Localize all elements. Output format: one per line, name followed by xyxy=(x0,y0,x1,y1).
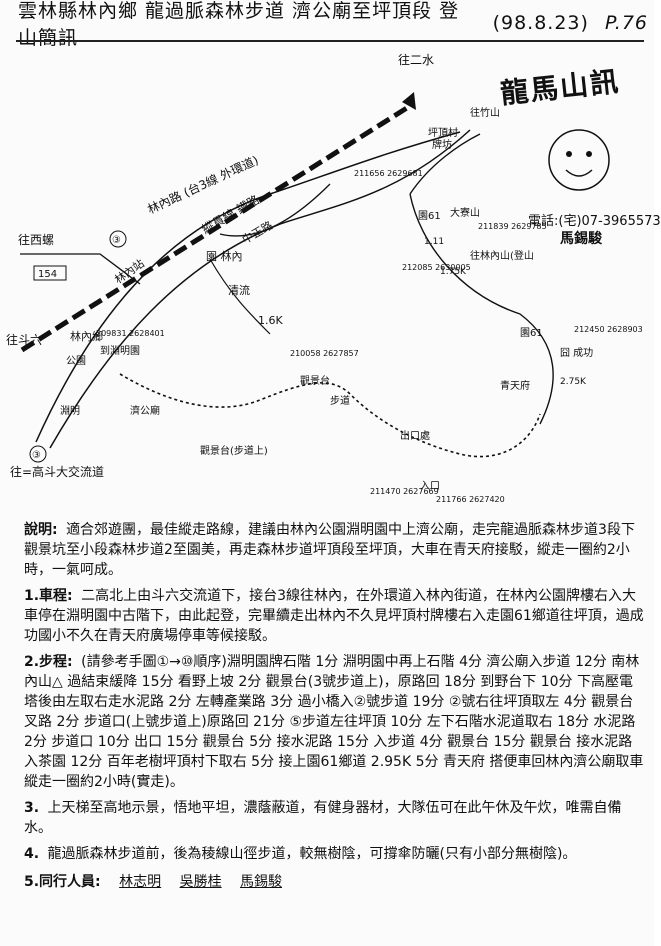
exit-label: 出口處 xyxy=(400,429,430,442)
zhongzheng-label: 中正路 xyxy=(240,219,275,247)
highway-3-road xyxy=(35,131,461,443)
page-number: P.76 xyxy=(604,12,648,34)
qingliu-label: 清流 xyxy=(228,283,250,297)
linnei-school-label: 園 林內 xyxy=(206,249,243,263)
contact-person: 馬錫駿 xyxy=(560,231,602,247)
yuanming-label: 淵明 xyxy=(60,405,80,417)
route-3-label-a: ③ xyxy=(112,235,121,246)
page-title: 雲林縣林內鄉 龍過脈森林步道 濟公廟至坪頂段 登山簡訊 xyxy=(18,0,460,49)
team-label: 5.同行人員: xyxy=(24,874,101,890)
linnei-town-label: 林內鄉 xyxy=(70,329,103,343)
to-ershui-label: 往二水 xyxy=(398,52,434,67)
note-label: 說明: xyxy=(24,522,58,538)
coord-5: 211470 2627669 xyxy=(370,487,439,496)
coord-2: 211839 2629785 xyxy=(478,222,547,231)
qingliu-trail xyxy=(209,258,271,335)
note-route: 2.步程: (請參考手圖①→⑩順序)淵明園牌石階 1分 淵明園中再上石階 4分 … xyxy=(24,652,646,792)
title-underline xyxy=(16,40,644,42)
to-douliu-label: 往斗六 xyxy=(6,332,42,347)
coord-8: 211766 2627420 xyxy=(436,495,505,504)
coord-3: 212085 2630005 xyxy=(402,263,471,272)
pingding-gate-label: 牌坊 xyxy=(432,138,452,151)
smiley-icon xyxy=(548,129,610,191)
route-3-marker-b xyxy=(29,445,47,463)
park-label: 公園 xyxy=(66,355,86,367)
team-members: 5.同行人員: 林志明 吳勝桂 馬錫駿 xyxy=(24,872,646,892)
trail-label: 步道 xyxy=(330,394,350,407)
header: 雲林縣林內鄉 龍過脈森林步道 濟公廟至坪頂段 登山簡訊 (98.8.23) P.… xyxy=(18,0,648,49)
qingtianfu-label: 青天府 xyxy=(500,379,530,392)
note-shade: 4. 龍過脈森林步道前，後為稜線山徑步道，較無樹陰，可撐傘防曬(只有小部分無樹陰… xyxy=(24,844,646,864)
note-text: 二高北上由斗六交流道下，接台3線往林內，在外環道入林內街道，在林內公園牌樓右入大… xyxy=(24,588,644,644)
to-xiluo-label: 往西螺 xyxy=(18,232,54,247)
notes-section: 說明: 適合郊遊團，最佳縱走路線，建議由林內公園淵明園中上濟公廟，走完龍過脈森林… xyxy=(24,520,646,892)
logo-block: 龍馬山訊 電話:(宅)07-3965573 馬錫駿 xyxy=(488,60,661,247)
coordinate-labels: 211656 2629681 211839 2629785 212085 263… xyxy=(96,169,643,504)
team-member: 林志明 xyxy=(119,874,162,890)
distance-4-label: 1.11 xyxy=(424,237,444,247)
to-interchange-label: 往=高斗大交流道 xyxy=(10,464,104,479)
date-label: (98.8.23) xyxy=(492,12,589,34)
zhongzheng-road xyxy=(219,183,331,237)
route-3-marker-a xyxy=(109,230,127,248)
note-rest: 3. 上天梯至高地示景，悟地平坦，濃蔭蔽道，有健身器材，大隊伍可在此午休及午炊，… xyxy=(24,798,646,838)
distance-3-label: 2.75K xyxy=(560,377,587,387)
note-label: 1.車程: xyxy=(24,588,73,604)
distance-2-label: 1.75K xyxy=(440,267,467,277)
note-drive: 1.車程: 二高北上由斗六交流道下，接台3線往林內，在外環道入林內街道，在林內公… xyxy=(24,586,646,646)
route-154-badge xyxy=(33,265,67,281)
chenggong-school-label: 囧 成功 xyxy=(560,347,593,359)
route-3-label-b: ③ xyxy=(32,450,41,461)
county-road-61-label-b: 園61 xyxy=(520,327,543,339)
coord-7: 210058 2627857 xyxy=(290,349,359,358)
brand-name: 龍馬山訊 xyxy=(498,64,622,111)
viewpoint-trail-label: 觀景台(步道上) xyxy=(200,444,268,457)
pingding-road xyxy=(409,133,481,195)
team-member: 吳勝桂 xyxy=(179,874,222,890)
pingding-village-label: 坪頂村 xyxy=(428,126,458,139)
note-label: 3. xyxy=(24,800,40,816)
hiking-trail xyxy=(119,373,541,458)
route-map: 往二水 往西螺 154 往斗六 往=高斗大交流道 ③ ③ 林內路 (台3線 外環… xyxy=(6,52,643,504)
telephone-number: 電話:(宅)07-3965573 xyxy=(528,214,661,229)
county-road-61-label-a: 園61 xyxy=(418,210,441,222)
distance-1-label: 1.6K xyxy=(258,314,283,327)
note-text: 龍過脈森林步道前，後為稜線山徑步道，較無樹陰，可撐傘防曬(只有小部分無樹陰)。 xyxy=(47,846,577,862)
daliao-mountain-label: 大寮山 xyxy=(450,206,480,219)
note-description: 說明: 適合郊遊團，最佳縱走路線，建議由林內公園淵明園中上濟公廟，走完龍過脈森林… xyxy=(24,520,646,580)
to-zhushan-label: 往竹山 xyxy=(470,106,500,119)
entrance-label: 入口 xyxy=(420,481,440,492)
jigong-temple-label: 濟公廟 xyxy=(130,404,160,417)
route-154-label: 154 xyxy=(38,269,57,280)
note-label: 2.步程: xyxy=(24,654,73,670)
coord-6: 209831 2628401 xyxy=(96,329,165,338)
note-text: 適合郊遊團，最佳縱走路線，建議由林內公園淵明園中上濟公廟，走完龍過脈森林步道3段… xyxy=(24,522,635,578)
team-member: 馬錫駿 xyxy=(240,874,283,890)
to-yuanming-label: 到淵明園 xyxy=(100,345,140,357)
road-154 xyxy=(20,253,141,285)
note-text: (請參考手圖①→⑩順序)淵明園牌石階 1分 淵明園中再上石階 4分 濟公廟入步道… xyxy=(24,654,644,790)
to-linneishan-label: 往林內山(登山 xyxy=(470,249,534,262)
note-label: 4. xyxy=(24,846,40,862)
viewpoint-label: 觀景台 xyxy=(300,374,330,387)
railway-line xyxy=(20,103,412,353)
railway-arrow xyxy=(402,92,416,110)
coord-4: 212450 2628903 xyxy=(574,325,643,334)
coord-1: 211656 2629681 xyxy=(354,169,423,178)
county-road-61 xyxy=(409,193,554,425)
note-text: 上天梯至高地示景，悟地平坦，濃蔭蔽道，有健身器材，大隊伍可在此午休及午炊，唯需自… xyxy=(24,800,622,836)
